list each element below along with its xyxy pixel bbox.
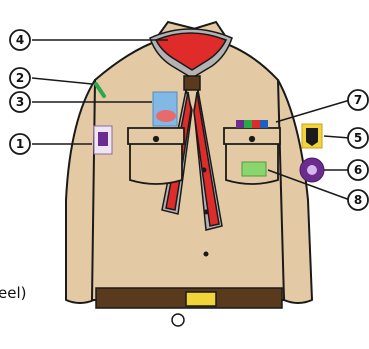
marker-6: 6 — [348, 160, 368, 180]
award-bar — [236, 120, 268, 128]
svg-text:3: 3 — [16, 95, 24, 109]
svg-text:1: 1 — [16, 137, 24, 151]
svg-text:8: 8 — [354, 193, 362, 207]
cropped-side-text: eel) — [0, 284, 26, 302]
belt — [96, 288, 282, 326]
svg-text:2: 2 — [16, 71, 24, 85]
marker-2: 2 — [10, 68, 30, 88]
marker-4: 4 — [10, 30, 30, 50]
pocket-badge — [242, 162, 266, 176]
rank-patch — [153, 92, 177, 126]
left-sleeve-patch — [94, 126, 112, 154]
svg-text:5: 5 — [354, 131, 362, 145]
svg-text:7: 7 — [354, 93, 362, 107]
marker-1: 1 — [10, 134, 30, 154]
left-pocket — [128, 128, 184, 184]
marker-5: 5 — [348, 128, 368, 148]
marker-3: 3 — [10, 92, 30, 112]
right-sleeve-purple-badge — [300, 158, 324, 182]
svg-text:6: 6 — [354, 163, 362, 177]
marker-7: 7 — [348, 90, 368, 110]
svg-text:4: 4 — [16, 33, 24, 47]
marker-8: 8 — [348, 190, 368, 210]
right-sleeve-shield-patch — [302, 124, 322, 148]
